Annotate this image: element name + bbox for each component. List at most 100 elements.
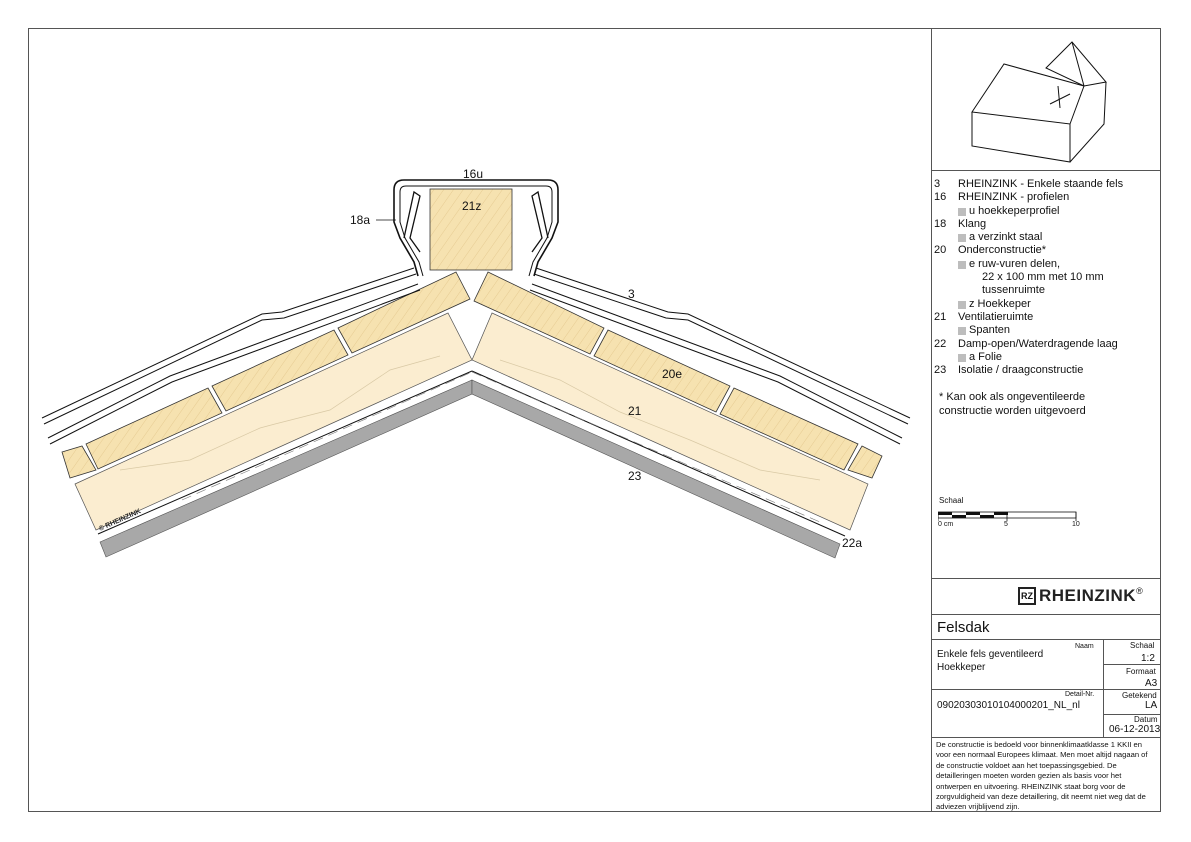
detail-label: Detail-Nr. [1065,691,1095,698]
datum-label: Datum [1134,715,1158,724]
legend-subitem: tussenruimte [934,284,1159,297]
legend-subitem-text: Spanten [969,324,1010,337]
scale-tick-5: 5 [1004,521,1008,528]
note-line-1: * Kan ook als ongeventileerde [939,391,1086,403]
rafter-dash-left [181,371,473,501]
label-ridge-timber: 21z [462,199,481,213]
legend-subitem-text: a verzinkt staal [969,231,1043,244]
sidebar [931,28,1161,812]
legend-item-text: RHEINZINK - profielen [958,191,1070,204]
divider-title [931,614,1161,615]
legend-bullet-icon [958,207,966,216]
legend-bullet-icon [958,260,966,269]
legend-subitem: a Folie [934,351,1159,364]
legend-item-text: Onderconstructie* [958,244,1047,257]
legend-item-text: Klang [958,217,987,230]
note-line-2: constructie worden uitgevoerd [939,404,1086,417]
legend-item: 22 Damp-open/Waterdragende laag [934,338,1159,351]
divider-schaal [1103,664,1161,665]
legend-item-number: 18 [934,217,947,230]
rheinzink-logo: RZ RHEINZINK ® [1018,586,1143,606]
label-insulation: 23 [628,469,642,483]
datum-value: 06-12-2013 [1109,724,1161,735]
insulation-right [471,379,841,559]
divider-getekend [1103,714,1161,715]
legend-item-number: 21 [934,310,947,323]
house-thumbnail [971,41,1107,163]
scale-tick-10: 10 [1072,521,1080,528]
legend-subitem-text: e ruw-vuren delen, [969,257,1061,270]
schaal-label: Schaal [1130,641,1155,650]
legend-bullet-icon [958,327,966,336]
legend-item: 3 RHEINZINK - Enkele staande fels [934,178,1159,191]
formaat-label: Formaat [1126,667,1156,676]
ridge-detail-drawing: 16u 21z 18a 3 20e 21 23 22a © RHEINZINK [41,167,911,559]
getekend-value: LA [1145,700,1158,711]
logo-registered: ® [1136,586,1143,596]
legend-bullet-icon [958,353,966,362]
boards-right [473,271,883,479]
ridge-cap-profile [393,179,559,277]
logo-text: RHEINZINK [1039,586,1137,605]
legend-subitem-text: 22 x 100 mm met 10 mm [982,271,1104,284]
scale-tick-0: 0 cm [938,521,954,528]
legend-item-text: RHEINZINK - Enkele staande fels [958,178,1124,190]
rafter-grain-right [499,359,821,481]
legend-item-number: 22 [934,337,947,350]
scale-bar [938,511,1077,521]
name-line-2: Hoekkeper [937,662,986,673]
formaat-value: A3 [1145,678,1158,689]
legend-subitem-text: a Folie [969,350,1003,363]
covering-left [41,267,421,445]
ridge-timber [429,188,513,271]
legend-subitem-text: u hoekkeperprofiel [969,204,1060,217]
legend-subitem: a verzinkt staal [934,231,1159,244]
disclaimer: De constructie is bedoeld voor binnenkli… [936,740,1148,812]
legend-item-text: Ventilatieruimte [958,310,1034,323]
legend-bullet-icon [958,234,966,243]
schaal-value: 1:2 [1141,653,1155,664]
title-block-vertical [1103,639,1104,737]
detail-value: 09020303010104000201_NL_nl [937,700,1080,711]
getekend-label: Getekend [1122,691,1157,700]
ridge-cap-inner [399,185,553,277]
legend-bullet-icon [958,300,966,309]
legend-note: * Kan ook als ongeventileerde constructi… [939,391,1086,418]
legend-item-text: Isolatie / draagconstructie [958,364,1084,377]
legend-subitem: 22 x 100 mm met 10 mm [934,271,1159,284]
legend-subitem: u hoekkeperprofiel [934,205,1159,218]
legend-subitem-text: z Hoekkeper [969,297,1031,310]
covering-right [529,267,911,445]
legend-item: 18 Klang [934,218,1159,231]
divider-name [931,639,1161,640]
logo-mark-icon: RZ [1018,587,1036,605]
membrane-line-left [97,370,473,535]
naam-label: Naam [1075,643,1094,650]
label-seam: 3 [628,287,635,301]
label-membrane: 22a [842,536,862,550]
legend-subitem: Spanten [934,324,1159,337]
rafter-right [471,312,869,531]
clip-left [403,190,421,253]
legend-subitem: e ruw-vuren delen, [934,258,1159,271]
legend-subitem: z Hoekkeper [934,298,1159,311]
label-boards: 20e [662,367,682,381]
legend-item-number: 23 [934,364,947,377]
clip-right [531,190,549,253]
divider-thumbnail [931,170,1161,171]
name-line-1: Enkele fels geventileerd [937,649,1044,660]
rafter-grain-left [119,355,441,471]
label-profile: 16u [463,167,483,181]
divider-detail [931,689,1161,690]
scale-label: Schaal [939,496,964,505]
legend-item-number: 3 [934,178,941,190]
legend-subitem-text: tussenruimte [982,284,1045,297]
legend-item: 23 Isolatie / draagconstructie [934,364,1159,377]
page-title: Felsdak [937,619,990,636]
divider-logo [931,578,1161,579]
drawing-frame [28,28,1161,812]
boards-left [61,271,471,479]
legend-item-text: Damp-open/Waterdragende laag [958,337,1118,350]
label-rafters: 21 [628,404,642,418]
